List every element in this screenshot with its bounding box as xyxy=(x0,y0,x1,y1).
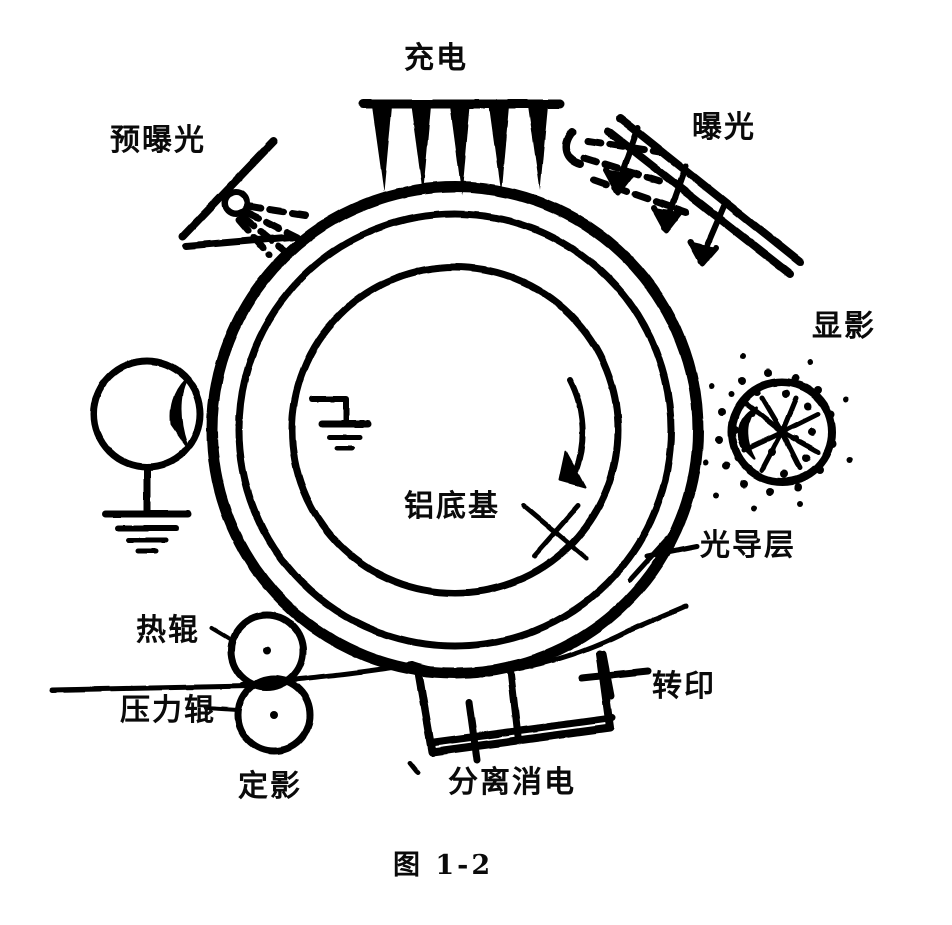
cleaning-unit xyxy=(90,357,204,554)
label-fixing: 定影 xyxy=(238,769,302,804)
transfer-separation-unit xyxy=(407,650,652,776)
toner-particles xyxy=(697,353,853,511)
label-photoconductive-layer: 光导层 xyxy=(700,528,796,563)
label-separation-discharge: 分离消电 xyxy=(448,765,576,800)
corona-channel xyxy=(415,650,614,756)
photoreceptor-drum-group xyxy=(206,181,704,679)
heat-roller xyxy=(227,611,307,691)
pre-exposure-lamp-unit xyxy=(179,137,309,259)
heat-roller-leader xyxy=(210,626,234,642)
lamp-shield xyxy=(182,233,296,250)
heat-roller-axis xyxy=(263,647,271,655)
developer-blade xyxy=(737,406,758,460)
separation-corona-wire xyxy=(448,698,502,764)
exposure-rail-outer xyxy=(616,114,804,266)
transfer-corona-wire xyxy=(578,650,652,700)
cleaning-roller xyxy=(90,357,204,471)
figure-caption: 图 1-2 xyxy=(393,850,494,881)
aluminum-core-circle xyxy=(288,263,622,597)
photoconductive-layer-leader xyxy=(627,535,700,583)
channel-tick xyxy=(407,760,421,776)
pressure-roller-leader xyxy=(204,706,240,712)
label-heat-roller: 热辊 xyxy=(136,613,200,648)
label-charging: 充电 xyxy=(404,41,468,76)
aluminum-substrate-leader xyxy=(521,503,589,561)
pressure-roller-axis xyxy=(270,711,278,719)
label-transfer: 转印 xyxy=(652,669,716,704)
cleaning-blade xyxy=(170,378,188,446)
exposure-mirror xyxy=(562,128,584,168)
core-ground-symbol xyxy=(309,396,372,451)
corona-pins xyxy=(372,106,548,196)
drum-outer-surface xyxy=(206,181,704,679)
exposure-unit xyxy=(562,114,804,278)
label-pressure-roller: 压力辊 xyxy=(120,693,216,728)
cleaning-ground-symbol xyxy=(102,463,192,554)
label-pre-exposure: 预曝光 xyxy=(110,123,206,158)
exposure-rail-inner xyxy=(604,127,794,278)
drum-layer-boundary xyxy=(235,210,675,650)
fusing-unit xyxy=(204,611,314,755)
label-development: 显影 xyxy=(812,309,876,344)
pressure-roller xyxy=(234,675,314,755)
label-exposure: 曝光 xyxy=(692,110,756,145)
label-aluminum-substrate: 铝底基 xyxy=(404,489,500,524)
lamp-mount-bar xyxy=(179,137,278,240)
developer-unit xyxy=(697,353,853,511)
exposure-arrows xyxy=(603,125,727,267)
rotation-arrow xyxy=(559,377,586,488)
corona-divider xyxy=(506,662,522,740)
charging-corona-unit xyxy=(358,99,565,196)
